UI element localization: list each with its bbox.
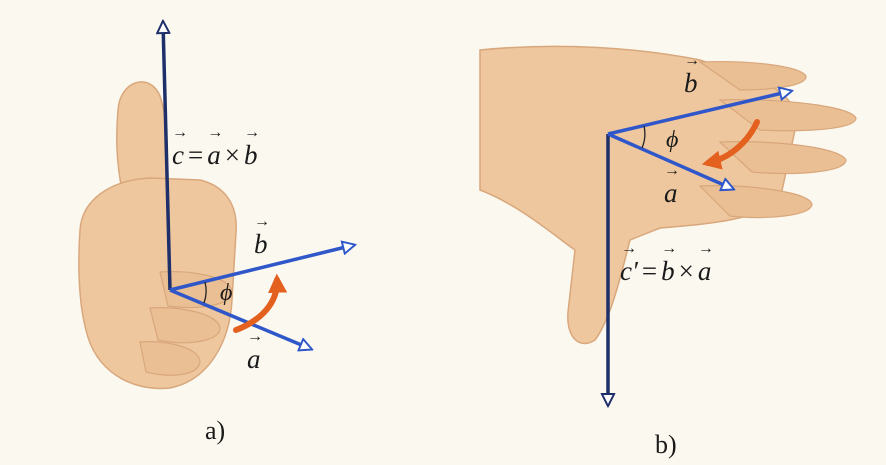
symbol-a: a xyxy=(207,125,221,169)
caption-a: a) xyxy=(205,416,226,445)
label-a: a xyxy=(664,163,678,207)
symbol-c: c xyxy=(172,125,184,169)
label-a-text: a xyxy=(664,163,678,207)
symbol-b: b xyxy=(244,125,258,169)
symbol-c-prime: c′ xyxy=(620,241,638,285)
cross-sign: × xyxy=(678,256,694,286)
label-b-text: b xyxy=(254,214,268,258)
equals-sign: = xyxy=(187,140,204,170)
label-b-text: b xyxy=(684,53,698,97)
rotation-arrow xyxy=(701,119,760,170)
label-a: a xyxy=(247,329,261,373)
vector-c-arrow xyxy=(163,22,172,291)
vector-b-arrow xyxy=(169,245,354,292)
vector-a-arrow xyxy=(169,288,311,349)
cross-sign: × xyxy=(224,140,240,170)
angle-phi-arc xyxy=(641,125,646,149)
equation-c-prime-equals-b-cross-a: c′=b×a xyxy=(620,241,712,286)
label-b: b xyxy=(254,214,268,258)
label-b: b xyxy=(684,53,698,97)
equals-sign: = xyxy=(641,256,658,286)
symbol-b: b xyxy=(661,241,675,285)
symbol-a: a xyxy=(698,241,712,285)
vector-b-arrow xyxy=(607,91,791,136)
angle-phi-label: ϕ xyxy=(220,280,233,306)
label-a-text: a xyxy=(247,329,261,373)
angle-phi-arc xyxy=(203,281,207,304)
caption-b: b) xyxy=(655,430,677,459)
rotation-arrow xyxy=(233,273,288,333)
equation-c-equals-a-cross-b: c=a×b xyxy=(172,125,258,170)
angle-phi-label: ϕ xyxy=(666,127,679,153)
